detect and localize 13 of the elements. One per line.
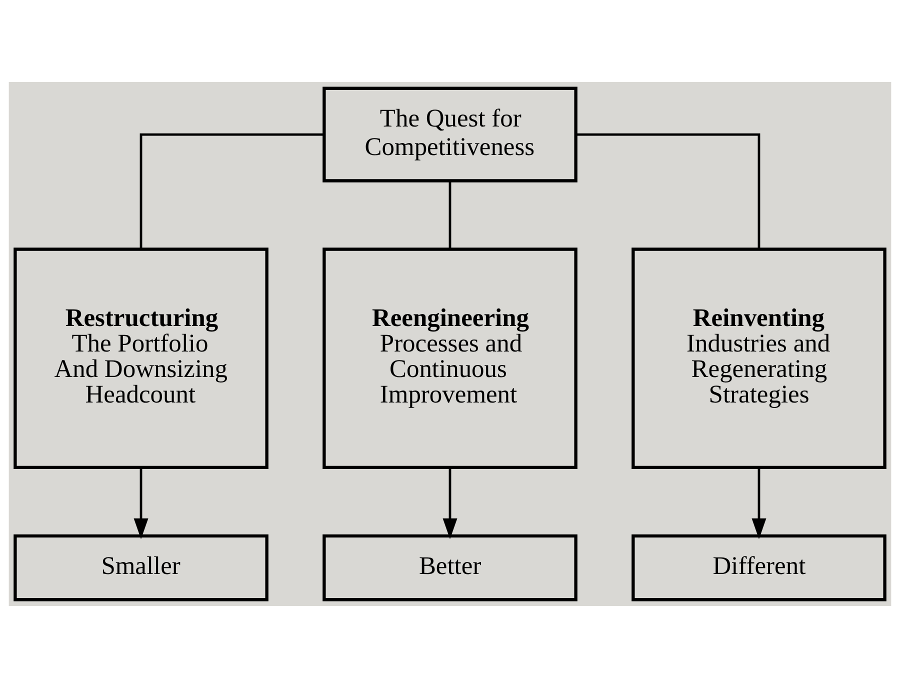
connector <box>448 180 452 248</box>
arrow <box>442 467 458 539</box>
node-box: The Quest for Competitiveness <box>322 86 578 182</box>
node-box: Smaller <box>14 534 268 601</box>
node-box: Better <box>322 534 578 601</box>
connector <box>140 132 324 249</box>
node-box: Different <box>632 534 886 601</box>
connector <box>576 132 760 249</box>
node-box: Reinventing Industries and Regenerating Strategies <box>632 247 886 469</box>
arrow <box>752 467 766 539</box>
arrow <box>134 467 148 539</box>
node-box: Restructuring The Portfolio And Downsizing Headcount <box>14 247 268 469</box>
node-box: Reengineering Processes and Continuous Improvement <box>322 247 578 469</box>
